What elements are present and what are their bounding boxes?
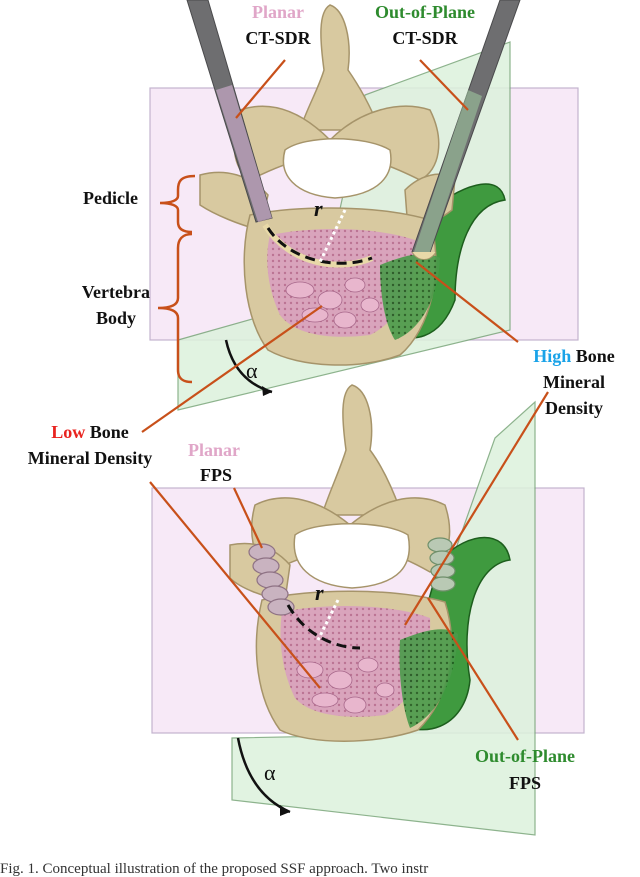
low-density-label-line2: Mineral Density bbox=[28, 448, 152, 468]
vertebra-label: Vertebra bbox=[82, 282, 150, 302]
high-density-label-line3: Density bbox=[545, 398, 603, 418]
pedicle-brace bbox=[159, 174, 196, 234]
high-word: High bbox=[533, 346, 571, 366]
high-density-region-top bbox=[380, 254, 440, 340]
alpha-label-bottom: α bbox=[264, 760, 276, 785]
leader-low-density-bottom bbox=[149, 481, 321, 689]
curved-trajectory-top bbox=[266, 227, 373, 265]
vertebra-body-brace bbox=[157, 232, 193, 384]
spinous-process-bottom bbox=[320, 384, 404, 516]
bottom-panel: r α bbox=[149, 384, 585, 836]
high-density-label-line2: Mineral bbox=[543, 372, 605, 392]
out-of-plane-fps-sub: FPS bbox=[509, 773, 541, 793]
radius-label-bottom: r bbox=[315, 580, 324, 605]
leader-out-of-plane-ct-sdr bbox=[419, 59, 469, 111]
high-rest: Bone bbox=[571, 346, 615, 366]
out-of-plane-ct-sdr-title: Out-of-Plane bbox=[375, 2, 475, 22]
out-of-plane-fps-title: Out-of-Plane bbox=[475, 746, 575, 766]
radius-label-top: r bbox=[314, 196, 323, 221]
leader-high-density-bottom bbox=[404, 391, 549, 626]
low-word: Low bbox=[51, 422, 85, 442]
planar-fps-title: Planar bbox=[188, 440, 240, 460]
planar-ct-sdr-sub: CT-SDR bbox=[245, 28, 311, 48]
top-panel: r α bbox=[141, 0, 579, 433]
leader-planar-fps bbox=[233, 487, 263, 549]
spinal-canal-bottom bbox=[293, 523, 410, 589]
leader-planar-ct-sdr bbox=[235, 59, 286, 119]
trabecular-blobs-top bbox=[285, 277, 380, 329]
leader-out-of-plane-fps bbox=[427, 597, 519, 741]
figure-caption: Fig. 1. Conceptual illustration of the p… bbox=[0, 861, 428, 877]
planar-ct-sdr-arm-highlight bbox=[216, 85, 272, 222]
spinal-canal-top bbox=[282, 138, 392, 199]
low-density-label-line1: Low Bone bbox=[51, 422, 129, 442]
pedicle-label: Pedicle bbox=[83, 188, 138, 208]
out-of-plane-ct-sdr-arm-highlight bbox=[414, 90, 482, 258]
radius-line-bottom bbox=[316, 599, 340, 641]
out-of-plane-ct-sdr-sub: CT-SDR bbox=[392, 28, 458, 48]
planar-fps-sub: FPS bbox=[200, 465, 232, 485]
planar-fps-coil bbox=[248, 543, 295, 616]
trabecular-blobs-bottom bbox=[296, 657, 395, 714]
curved-trajectory-bottom bbox=[286, 604, 361, 650]
leader-high-density bbox=[415, 261, 519, 343]
body-label: Body bbox=[96, 308, 136, 328]
high-density-label-line1: High Bone bbox=[533, 346, 615, 366]
spinous-process-top bbox=[298, 4, 382, 131]
angle-arrowhead-bottom bbox=[280, 805, 290, 816]
leader-low-density-top bbox=[141, 305, 323, 433]
radius-line-top bbox=[318, 209, 347, 263]
alpha-label-top: α bbox=[246, 358, 258, 383]
high-density-region-bottom bbox=[399, 629, 458, 728]
low-rest: Bone bbox=[85, 422, 129, 442]
planar-ct-sdr-title: Planar bbox=[252, 2, 304, 22]
out-of-plane-tip-top bbox=[411, 251, 437, 260]
angle-arrowhead-top bbox=[262, 386, 272, 396]
